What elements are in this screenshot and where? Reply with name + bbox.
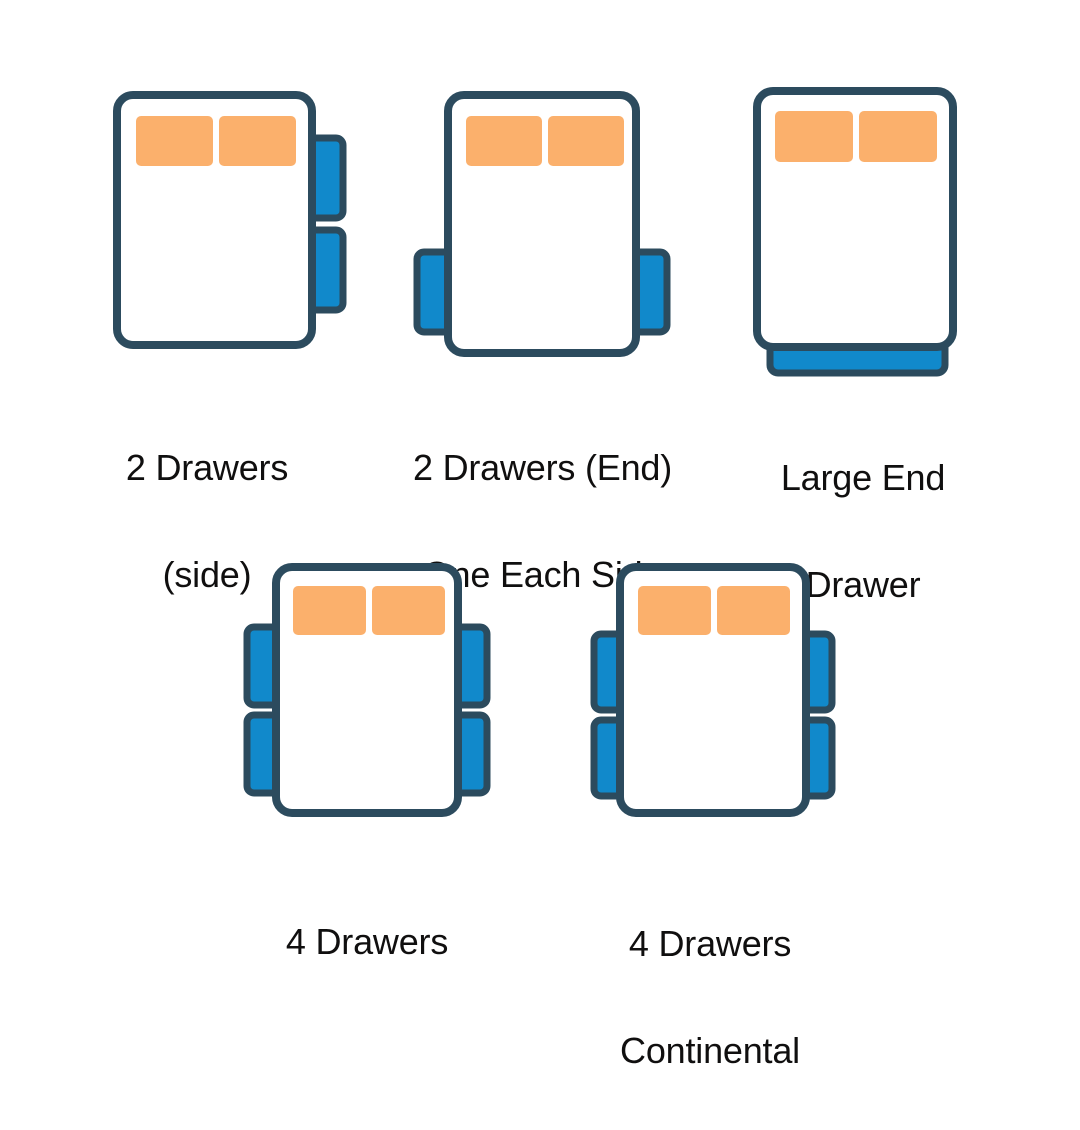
- caption-line: (side): [162, 553, 252, 595]
- bed-option-four-drawers[interactable]: [242, 562, 492, 818]
- pillow-icon: [136, 116, 296, 166]
- pillow-icon: [775, 111, 937, 162]
- caption-four-drawers-continental: 4 Drawers Continental: [560, 864, 860, 1130]
- bed-option-two-drawers-side[interactable]: [112, 90, 352, 360]
- diagram-canvas: 2 Drawers (side) 2 Drawers (End) One Eac…: [42, 86, 1008, 1071]
- bed-option-large-end-drawer[interactable]: [752, 86, 967, 378]
- caption-two-drawers-side: 2 Drawers (side): [42, 388, 372, 654]
- pillow-icon: [638, 586, 790, 635]
- caption-line: Continental: [620, 1029, 800, 1071]
- caption-line: Large End: [780, 457, 946, 499]
- bed-option-two-drawers-end[interactable]: [412, 90, 672, 368]
- caption-line: Drawer: [805, 563, 921, 605]
- caption-large-end-drawer: Large End Drawer: [718, 398, 1008, 664]
- caption-line: 4 Drawers: [285, 921, 449, 963]
- caption-line: 4 Drawers: [628, 923, 792, 965]
- pillow-icon: [293, 586, 445, 635]
- caption-four-drawers: 4 Drawers: [222, 862, 512, 1022]
- caption-line: 2 Drawers (End): [412, 447, 673, 489]
- caption-line: 2 Drawers: [125, 447, 289, 489]
- pillow-icon: [466, 116, 624, 166]
- bed-option-four-drawers-continental[interactable]: [588, 562, 838, 818]
